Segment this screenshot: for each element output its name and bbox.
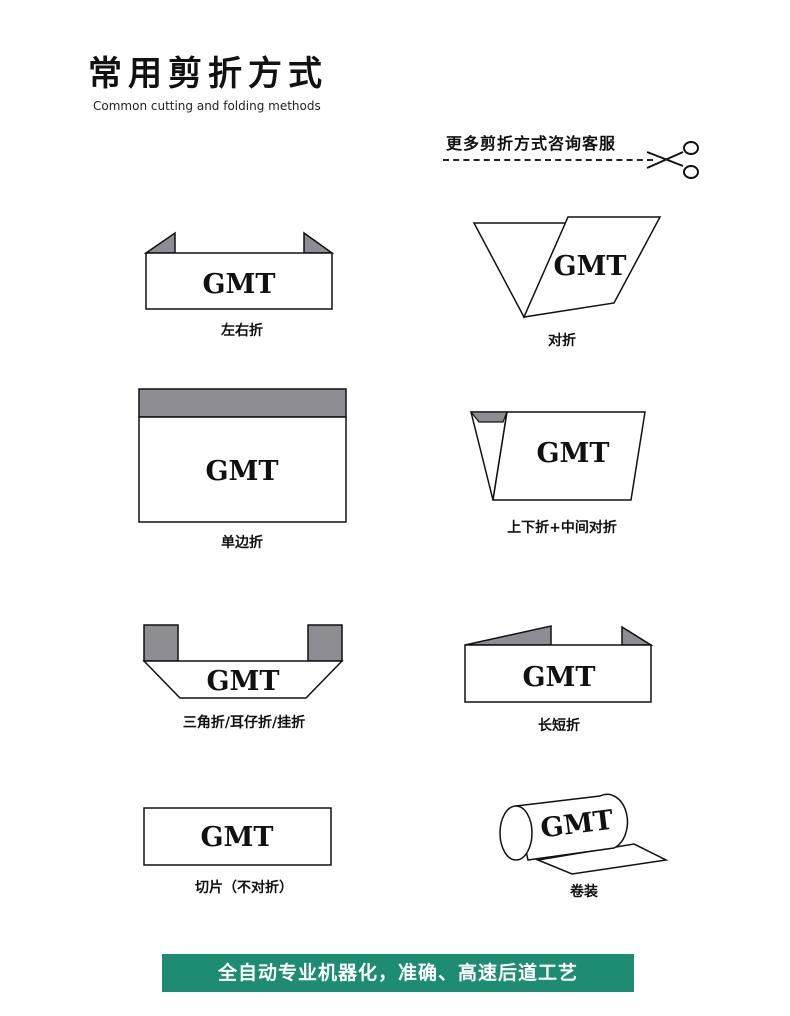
cut-no-fold-label: 切片（不对折） [195,880,293,896]
fold-left-right-label: 左右折 [221,323,263,339]
bottom-banner: 全自动专业机器化，准确、高速后道工艺 [162,954,634,992]
gmt-logo: GMT [202,269,275,300]
fold-long-short-figure: GMT [464,625,654,703]
scissors-icon [646,141,699,179]
fold-long-short-label: 长短折 [538,718,580,734]
gmt-logo: GMT [205,456,278,487]
dashed-cut-line [443,159,653,161]
fold-left-right-figure: GMT [143,231,335,310]
page-subtitle: Common cutting and folding methods [93,99,321,113]
more-methods-link[interactable]: 更多剪折方式咨询客服 [446,134,617,153]
gmt-logo: GMT [206,666,279,697]
roll-package-figure: GMT [499,793,669,875]
fold-half-label: 对折 [548,333,576,349]
fold-single-edge-label: 单边折 [221,535,263,551]
gmt-logo: GMT [200,822,273,853]
fold-half-figure: GMT [472,216,662,319]
fold-triangle-ear-hang-figure: GMT [142,624,344,699]
roll-package-label: 卷装 [570,884,598,900]
page-title: 常用剪折方式 [88,54,328,94]
gmt-logo: GMT [553,251,626,282]
fold-top-bottom-middle-figure: GMT [469,411,646,501]
gmt-logo: GMT [536,438,609,469]
fold-top-bottom-middle-label: 上下折+中间对折 [507,520,617,536]
gmt-logo: GMT [522,662,595,693]
cut-no-fold-figure: GMT [143,807,332,866]
fold-triangle-ear-hang-label: 三角折/耳仔折/挂折 [182,715,306,731]
fold-single-edge-figure: GMT [138,388,347,523]
